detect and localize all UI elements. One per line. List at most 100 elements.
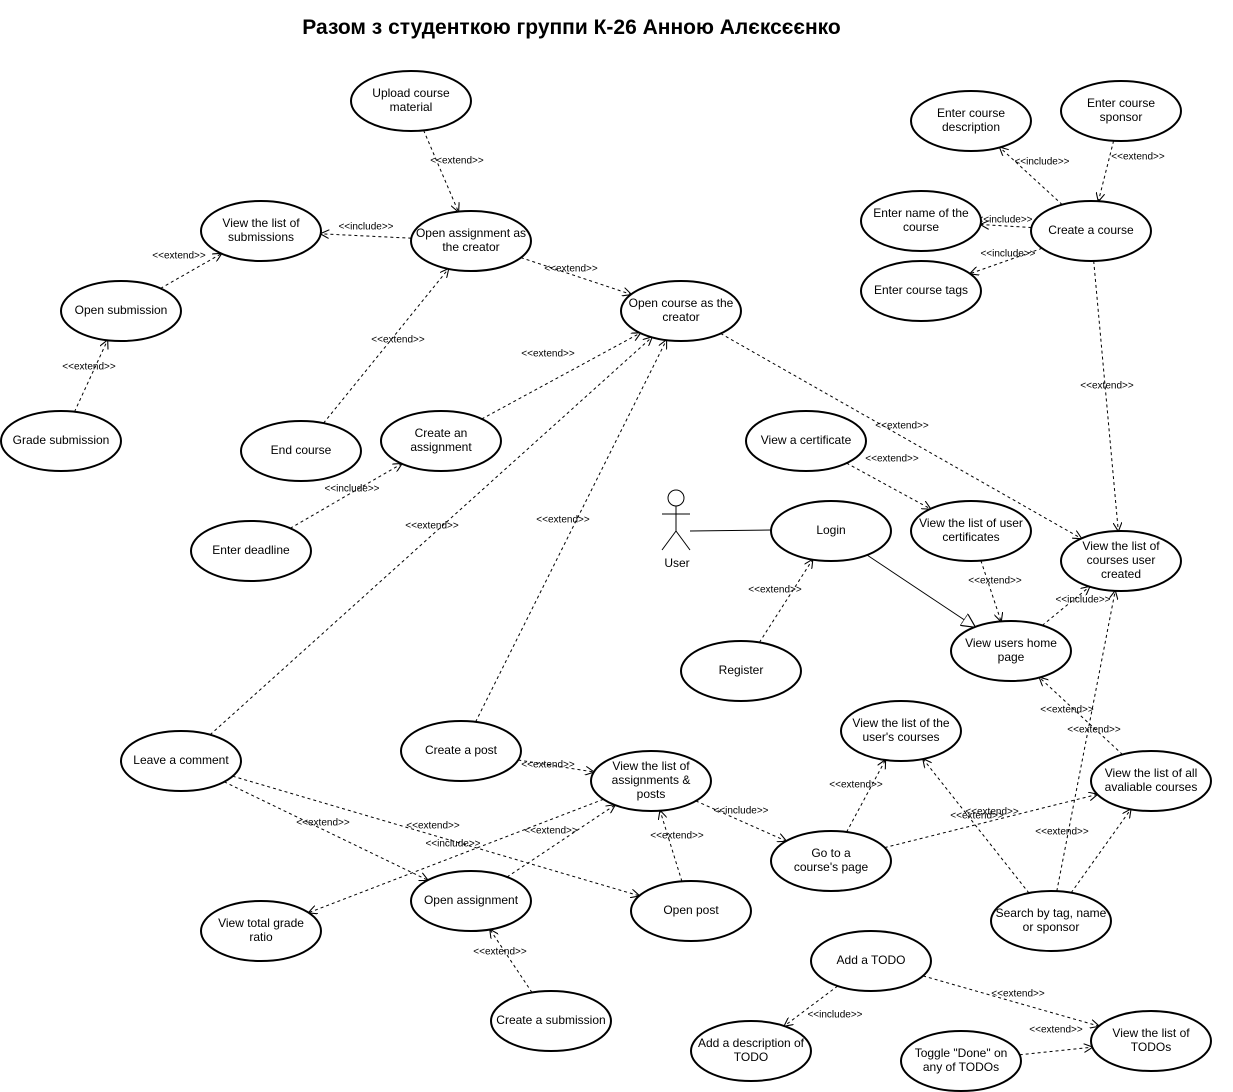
- login-to-home-arrow: [866, 554, 975, 627]
- use-case-label: assignment: [410, 440, 472, 454]
- relation-arrow: [922, 975, 1099, 1026]
- stereotype-label: <<include>>: [1014, 157, 1069, 168]
- relation-arrow: [506, 805, 615, 878]
- relation-arrow: [1070, 809, 1131, 893]
- use-case-label: page: [998, 650, 1025, 664]
- use-case-label: Search by tag, name: [996, 906, 1107, 920]
- use-case-label: courses user: [1087, 553, 1156, 567]
- use-case-label: sponsor: [1100, 110, 1143, 124]
- use-case-label: Open submission: [75, 303, 168, 317]
- user-actor: User: [661, 489, 691, 570]
- relation-arrow: [1019, 1047, 1093, 1056]
- use-case-label: any of TODOs: [923, 1060, 999, 1074]
- use-case-label: View a certificate: [761, 433, 852, 447]
- relation-arrow: [1056, 591, 1115, 892]
- use-case-open-assignment: Open assignment: [410, 870, 532, 932]
- relation-arrow: [923, 759, 1030, 894]
- relation-arrow: [475, 340, 667, 723]
- use-case-label: posts: [637, 787, 666, 801]
- use-case-label: description: [942, 120, 1000, 134]
- use-case-label: Toggle "Done" on: [915, 1046, 1008, 1060]
- use-case-label: View the list of the: [852, 716, 949, 730]
- use-case-label: TODOs: [1131, 1040, 1171, 1054]
- relation-arrow: [321, 234, 412, 238]
- stereotype-label: <<extend>>: [875, 421, 929, 432]
- use-case-label: View the list of: [1082, 539, 1160, 553]
- stereotype-label: <<extend>>: [296, 818, 350, 829]
- use-case-label: assignments &: [612, 773, 691, 787]
- stereotype-label: <<extend>>: [521, 760, 575, 771]
- diagram-title: Разом з студенткою группи К-26 Анною Алє…: [302, 16, 841, 39]
- stereotype-label: <<extend>>: [1067, 725, 1121, 736]
- stereotype-label: <<extend>>: [950, 811, 1004, 822]
- use-case-label: Grade submission: [13, 433, 110, 447]
- use-case-label: or sponsor: [1023, 920, 1080, 934]
- relation-arrow: [784, 985, 838, 1026]
- use-case-label: Open post: [663, 903, 719, 917]
- stereotype-label: <<extend>>: [1080, 381, 1134, 392]
- relation-arrow: [232, 775, 640, 896]
- stereotype-label: <<include>>: [977, 215, 1032, 226]
- relation-arrow: [758, 560, 812, 643]
- relation-arrow: [1041, 587, 1089, 626]
- use-case-label: Create a post: [425, 743, 498, 757]
- use-case-label: Go to a: [811, 846, 851, 860]
- relation-arrow: [223, 781, 428, 880]
- stereotype-label: <<extend>>: [405, 521, 459, 532]
- use-case-label: View users home: [965, 636, 1057, 650]
- stereotype-label: <<extend>>: [865, 454, 919, 465]
- use-case-grade-submission: Grade submission: [0, 410, 122, 472]
- relation-arrow: [846, 462, 931, 509]
- relation-arrow: [1039, 677, 1123, 755]
- stereotype-label: <<include>>: [713, 806, 768, 817]
- use-case-open-post: Open post: [630, 880, 752, 942]
- use-case-label: Enter name of the: [873, 206, 969, 220]
- use-case-label: View the list of user: [919, 516, 1023, 530]
- use-case-label: Create a submission: [496, 1013, 605, 1027]
- stereotype-label: <<extend>>: [1111, 152, 1165, 163]
- use-case-create-course: Create a course: [1030, 200, 1152, 262]
- stereotype-label: <<include>>: [807, 1010, 862, 1021]
- use-case-label: the creator: [442, 240, 499, 254]
- use-case-label: Add a TODO: [837, 953, 906, 967]
- use-case-label: course's page: [794, 860, 869, 874]
- stereotype-label: <<extend>>: [1035, 827, 1089, 838]
- relation-arrow: [981, 225, 1032, 228]
- relation-arrow: [695, 800, 786, 841]
- stereotype-label: <<extend>>: [965, 807, 1019, 818]
- stereotype-label: <<extend>>: [371, 335, 425, 346]
- use-case-label: certificates: [942, 530, 999, 544]
- use-case-label: Login: [816, 523, 845, 537]
- relation-arrow: [980, 560, 1001, 622]
- use-case-create-submission: Create a submission: [490, 990, 612, 1052]
- stereotype-label: <<include>>: [425, 839, 480, 850]
- use-case-label: Open assignment: [424, 893, 519, 907]
- use-case-enter-tags: Enter course tags: [860, 260, 982, 322]
- use-case-register: Register: [680, 640, 802, 702]
- use-case-label: Add a description of: [698, 1036, 805, 1050]
- use-case-open-submission: Open submission: [60, 280, 182, 342]
- use-case-add-todo: Add a TODO: [810, 930, 932, 992]
- stereotype-label: <<include>>: [980, 249, 1035, 260]
- use-case-create-post: Create a post: [400, 720, 522, 782]
- stereotype-label: <<extend>>: [473, 947, 527, 958]
- stereotype-label: <<extend>>: [1040, 705, 1094, 716]
- use-case-label: Leave a comment: [133, 753, 229, 767]
- use-case-label: created: [1101, 567, 1141, 581]
- use-case-label: TODO: [734, 1050, 768, 1064]
- actor-association: [689, 529, 772, 532]
- stereotype-label: <<extend>>: [406, 821, 460, 832]
- relation-arrow: [323, 269, 449, 424]
